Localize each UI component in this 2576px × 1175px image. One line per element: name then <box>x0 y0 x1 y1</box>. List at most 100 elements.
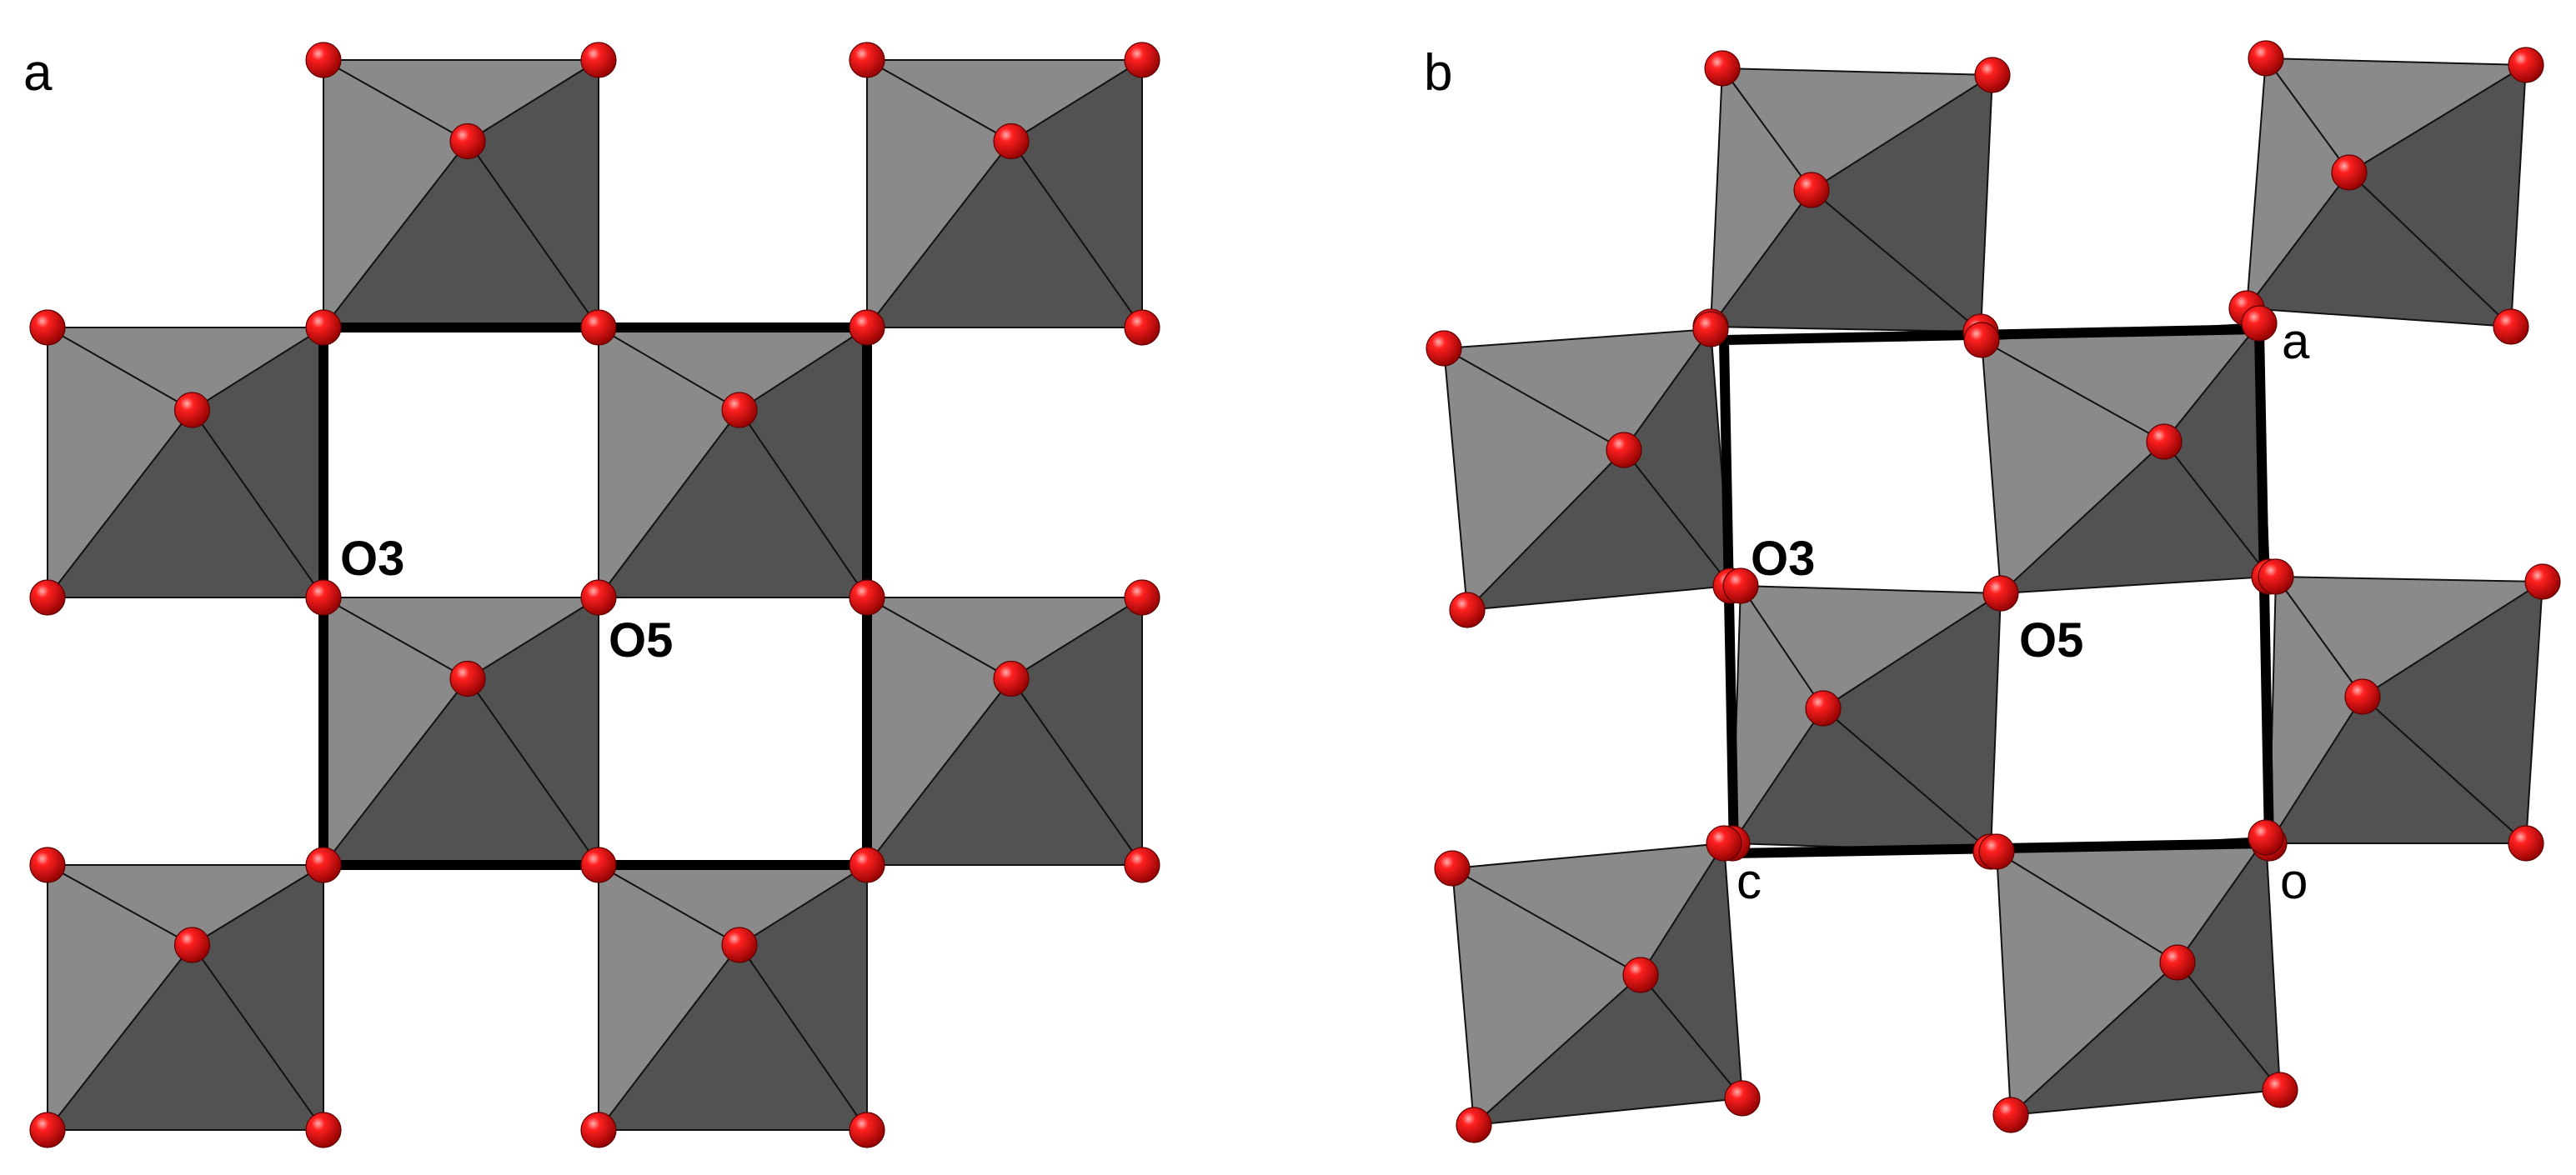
facet-light <box>867 60 1011 328</box>
facet-dark <box>1823 593 2001 852</box>
octahedron <box>1709 67 1994 333</box>
bond-line <box>598 864 740 946</box>
oxygen-atom <box>1793 172 1830 208</box>
bond-line <box>1996 851 2178 963</box>
oxygen-atom <box>449 122 486 160</box>
facet-light <box>2247 58 2349 308</box>
facet-light <box>2276 577 2543 697</box>
octahedron <box>1442 328 1732 612</box>
oxygen-atom <box>173 392 211 428</box>
bond-line <box>1822 592 2002 709</box>
oxygen-atom <box>2159 944 2196 981</box>
oxygen-atom <box>2248 40 2284 77</box>
panel-a: a O3 O5 <box>23 42 1160 1148</box>
oxygen-atom <box>2262 1072 2298 1108</box>
octahedra-layer <box>47 59 1143 1131</box>
oxygen-atoms <box>29 42 1160 1148</box>
bond-line <box>598 327 740 411</box>
bond-line <box>47 864 193 946</box>
oxygen-atom <box>1124 42 1160 78</box>
facet-dark <box>1474 975 1742 1125</box>
oxygen-atom <box>2331 154 2368 191</box>
bond-line <box>323 140 469 328</box>
bond-line <box>1010 140 1143 328</box>
facet-light <box>1444 348 1624 610</box>
bond-line <box>467 59 599 142</box>
bond-line <box>2163 322 2260 442</box>
oxygen-atom <box>2146 423 2183 460</box>
bond-line <box>2265 58 2350 173</box>
facet-dark <box>1711 190 1981 332</box>
facet-light <box>1982 323 2259 442</box>
panel-label: b <box>1424 44 1452 102</box>
bond-line <box>2362 696 2527 844</box>
facet-light <box>599 328 867 410</box>
oxygen-atom <box>305 579 342 616</box>
facet-light <box>1452 868 1641 1125</box>
panel-label: a <box>23 44 53 102</box>
bond-line <box>1010 597 1143 680</box>
facet-light <box>1997 852 2178 1115</box>
bond-line <box>739 944 868 1131</box>
oxygen-atom <box>849 42 885 78</box>
oxygen-atom <box>1992 1097 2029 1133</box>
oxygen-atom <box>2508 825 2544 862</box>
facet-light <box>867 60 1142 142</box>
oxygen-atom <box>1722 568 1759 604</box>
oxygen-atom <box>449 660 486 698</box>
octahedron <box>2268 575 2544 844</box>
facet-dark <box>1812 75 1992 332</box>
oxygen-atom <box>305 1112 342 1148</box>
octahedron <box>866 59 1143 328</box>
axis-label-a: a <box>2282 313 2310 369</box>
oxygen-atom <box>1704 50 1741 87</box>
facet-light <box>599 328 739 598</box>
oxygen-atom <box>305 309 342 346</box>
oxygen-atom <box>849 579 885 616</box>
octahedron <box>598 864 868 1131</box>
oxygen-atom <box>2524 563 2561 600</box>
oxygen-atom <box>993 122 1030 160</box>
facet-dark <box>2349 65 2526 327</box>
oxygen-atoms <box>1426 40 2561 1143</box>
bond-line <box>323 59 469 142</box>
facet-dark <box>2247 172 2511 327</box>
oxygen-atom <box>2241 305 2278 342</box>
bond-line <box>1443 348 1625 451</box>
facet-dark <box>1624 329 1731 586</box>
facet-dark <box>1732 708 1991 852</box>
oxygen-atom <box>1456 1107 1492 1143</box>
octahedron <box>866 597 1143 866</box>
panel-b: b O3 O5 a c o <box>1424 40 2561 1143</box>
atom-label-o3: O3 <box>340 532 404 586</box>
oxygen-atom <box>849 1112 885 1148</box>
oxygen-atom <box>580 847 617 883</box>
facet-dark <box>192 865 323 1130</box>
facet-light <box>867 598 1142 679</box>
bond-line <box>2010 962 2178 1116</box>
bond-line <box>191 864 324 946</box>
facet-light <box>867 598 1011 865</box>
oxygen-atom <box>29 579 66 616</box>
facet-light <box>323 598 599 679</box>
bond-line <box>191 409 324 598</box>
facet-light <box>599 865 739 1130</box>
facet-light <box>1741 586 2001 708</box>
bond-line <box>1623 328 1711 451</box>
octahedron <box>47 864 324 1131</box>
oxygen-atom <box>1805 690 1842 727</box>
oxygen-atom <box>173 927 211 963</box>
bond-line <box>866 59 1012 142</box>
facet-light <box>48 328 193 598</box>
oxygen-atom <box>1963 322 2000 358</box>
facet-light <box>2266 58 2526 172</box>
oxygen-atom <box>1622 957 1659 993</box>
bond-line <box>2275 576 2363 698</box>
bond-line <box>191 327 324 411</box>
facet-dark <box>2363 582 2543 843</box>
facet-light <box>48 328 323 410</box>
bond-line <box>2177 837 2267 963</box>
bond-line <box>1740 585 1824 709</box>
facet-dark <box>1467 450 1731 610</box>
facet-dark <box>2269 697 2526 843</box>
